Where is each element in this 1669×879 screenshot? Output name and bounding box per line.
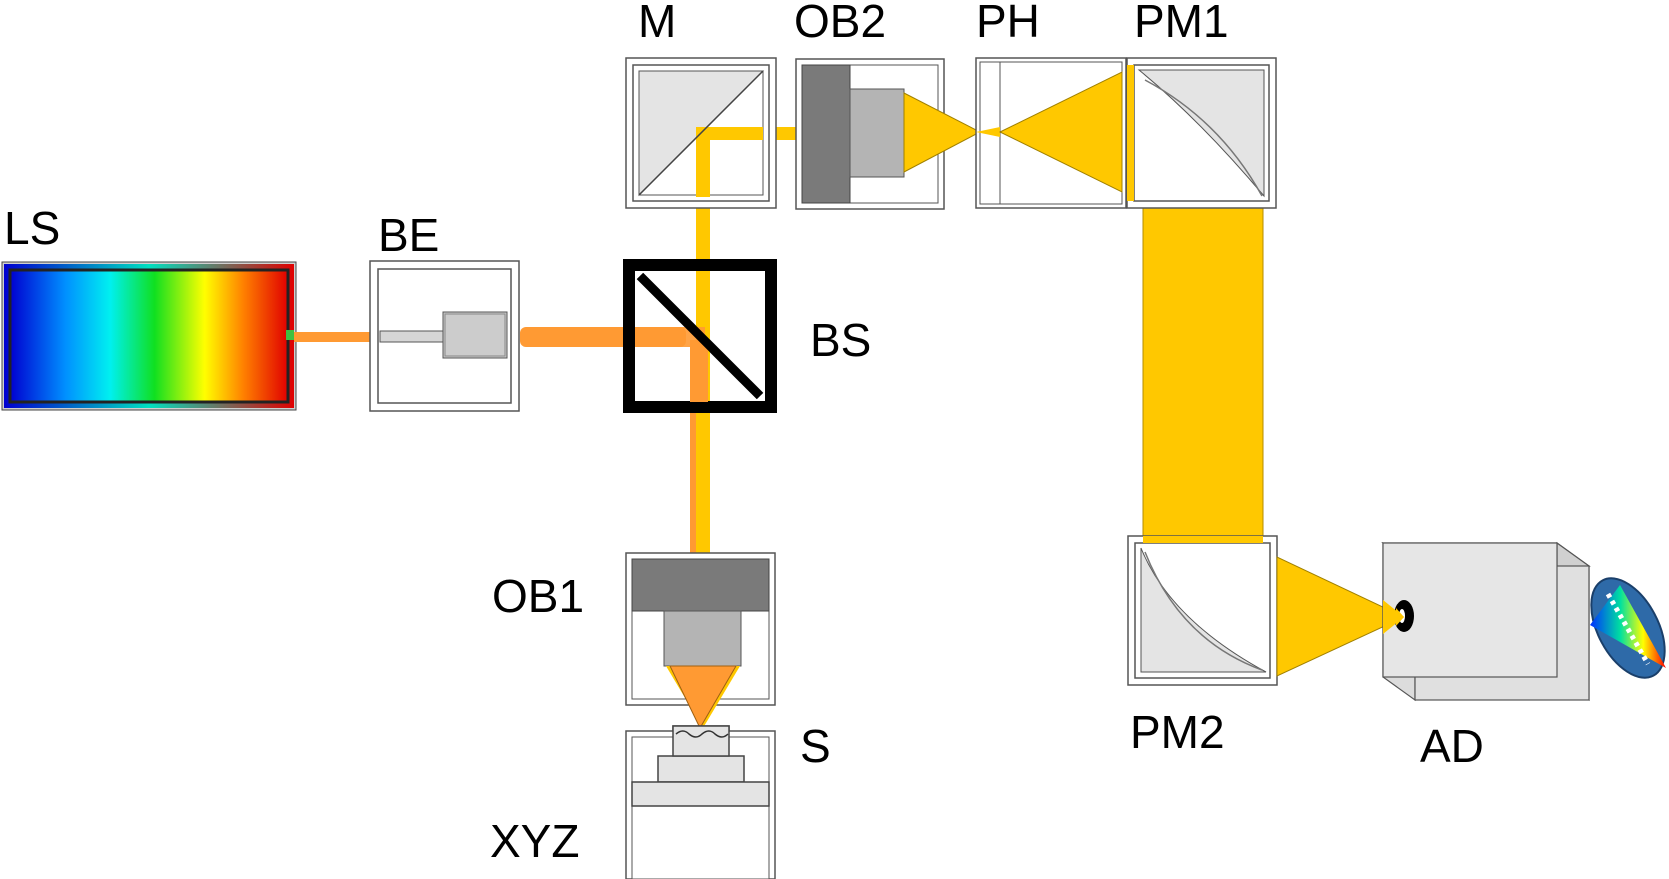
beam-expander [369, 260, 520, 412]
label-pm1: PM1 [1134, 0, 1229, 47]
label-ad: AD [1420, 720, 1484, 772]
objective-ob1 [625, 552, 776, 730]
label-xyz: XYZ [490, 815, 579, 867]
label-ob2: OB2 [794, 0, 886, 47]
parabolic-mirror-pm2 [1127, 535, 1406, 686]
label-be: BE [378, 209, 439, 261]
label-m: M [638, 0, 676, 47]
xyz-stage [625, 725, 776, 879]
parabolic-mirror-pm1 [1126, 57, 1277, 209]
label-s: S [800, 720, 831, 772]
label-ls: LS [4, 202, 60, 254]
mirror [625, 57, 777, 209]
label-bs: BS [810, 314, 871, 366]
label-ph: PH [976, 0, 1040, 47]
label-ob1: OB1 [492, 570, 584, 622]
objective-ob2 [795, 58, 982, 210]
laser-source [1, 261, 297, 411]
spectral-fan [1590, 577, 1666, 679]
beam-splitter [623, 259, 777, 413]
analyzer-detector [1381, 541, 1591, 702]
pinhole [975, 57, 1127, 209]
label-pm2: PM2 [1130, 706, 1225, 758]
